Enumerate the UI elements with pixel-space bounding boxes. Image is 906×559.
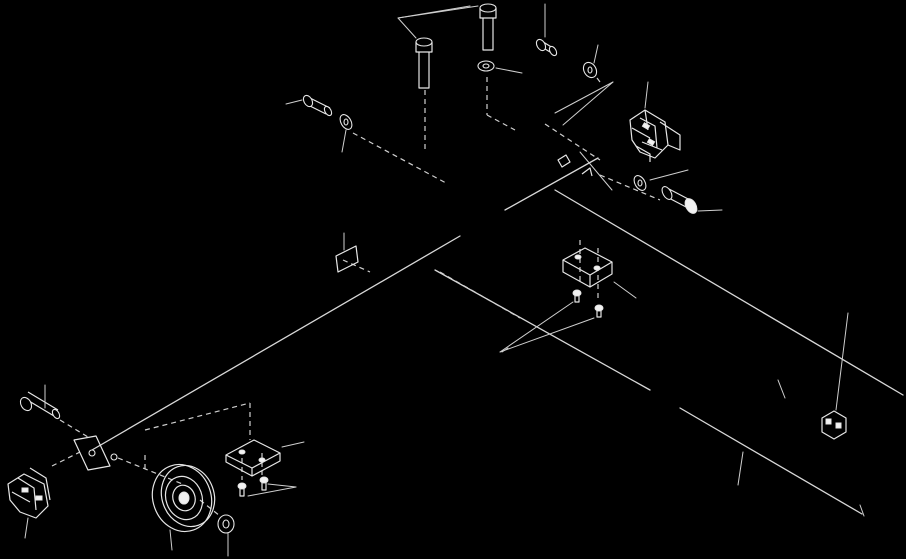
screws-lower — [237, 476, 297, 497]
top-bolt-left — [415, 37, 433, 89]
bracket-lower-left — [7, 467, 51, 539]
guide-pin-lower — [59, 419, 89, 438]
guide-pin-right — [599, 174, 661, 201]
disc-lower-left — [73, 435, 118, 471]
guide-plate-lower — [144, 402, 251, 431]
washer-upper-left — [339, 114, 353, 153]
pulley-wheel — [151, 463, 216, 551]
washer-right — [633, 169, 689, 191]
nut-lower — [217, 514, 235, 557]
guide-center — [439, 271, 521, 319]
top-bolt-right — [479, 3, 497, 51]
clip-upper — [557, 151, 613, 191]
pin-upper-right — [535, 3, 558, 57]
rear-rail — [554, 189, 904, 396]
guide-pin-left — [352, 132, 447, 184]
mounting-block-center — [562, 247, 637, 299]
guide-plate — [342, 259, 371, 273]
lower-right-rail — [679, 407, 863, 515]
washer-top — [477, 60, 523, 74]
rail-end-cap — [859, 504, 865, 517]
small-plate — [335, 232, 359, 273]
nut-upper-right — [582, 44, 599, 79]
guide-bracket — [544, 123, 601, 161]
leader-lines-top — [397, 5, 479, 39]
leader-lines-bracket — [554, 81, 614, 126]
center-rail — [434, 269, 651, 391]
pin-lower-left — [19, 384, 61, 420]
connector-right — [821, 312, 849, 440]
guide-bolt-right-run — [486, 114, 516, 131]
guide-bracket-lower — [51, 451, 81, 467]
guide-wheel — [117, 457, 186, 486]
pin-right — [661, 186, 723, 214]
pin-upper-left — [285, 94, 333, 117]
main-rail-upper — [504, 157, 599, 211]
frame-rails — [91, 157, 904, 517]
plate-lower — [225, 439, 305, 477]
tick-marks-right — [737, 379, 786, 486]
main-rail-left — [91, 235, 461, 451]
screws-center — [499, 289, 604, 353]
bracket-upper-right — [629, 81, 681, 162]
assembly-guide-lines — [51, 77, 661, 521]
guide-washer-top — [596, 77, 601, 83]
